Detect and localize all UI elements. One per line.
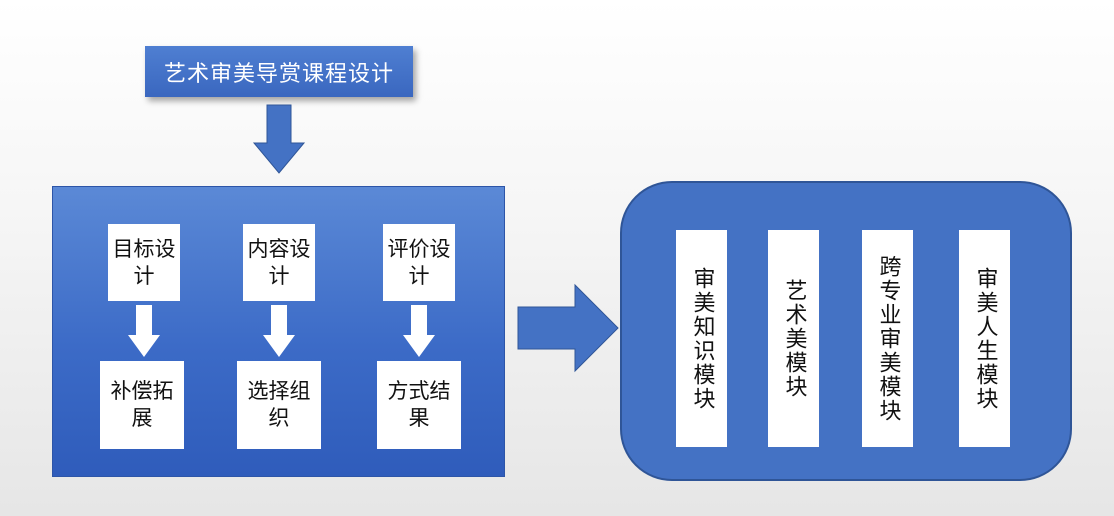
content-design-label: 内容设计: [247, 236, 311, 288]
module-art-beauty: 艺术美模块: [768, 230, 819, 447]
course-title-box: 艺术审美导赏课程设计: [145, 46, 413, 97]
compensation-expansion-box: 补偿拓展: [100, 361, 184, 449]
module-cross-discipline: 跨专业审美模块: [862, 230, 913, 447]
evaluation-design-label: 评价设计: [387, 236, 451, 288]
content-design-box: 内容设计: [243, 224, 315, 301]
panel-right-arrow: [517, 283, 619, 373]
selection-organization-box: 选择组织: [237, 361, 321, 449]
goal-design-box: 目标设计: [108, 224, 180, 301]
module-aesthetic-knowledge-label: 审美知识模块: [689, 266, 715, 411]
module-aesthetic-knowledge: 审美知识模块: [676, 230, 727, 447]
evaluation-design-box: 评价设计: [383, 224, 455, 301]
module-art-beauty-label: 艺术美模块: [781, 278, 807, 399]
title-down-arrow: [252, 104, 306, 174]
compensation-expansion-label: 补偿拓展: [110, 379, 174, 430]
evaluation-down-arrow: [403, 305, 435, 357]
goal-down-arrow: [128, 305, 160, 357]
module-cross-discipline-label: 跨专业审美模块: [875, 254, 901, 423]
module-aesthetic-life-label: 审美人生模块: [972, 266, 998, 411]
method-result-box: 方式结果: [377, 361, 461, 449]
selection-organization-label: 选择组织: [247, 379, 311, 430]
content-down-arrow: [263, 305, 295, 357]
goal-design-label: 目标设计: [112, 236, 176, 288]
course-title: 艺术审美导赏课程设计: [163, 61, 394, 87]
module-aesthetic-life: 审美人生模块: [959, 230, 1010, 447]
method-result-label: 方式结果: [387, 379, 451, 430]
